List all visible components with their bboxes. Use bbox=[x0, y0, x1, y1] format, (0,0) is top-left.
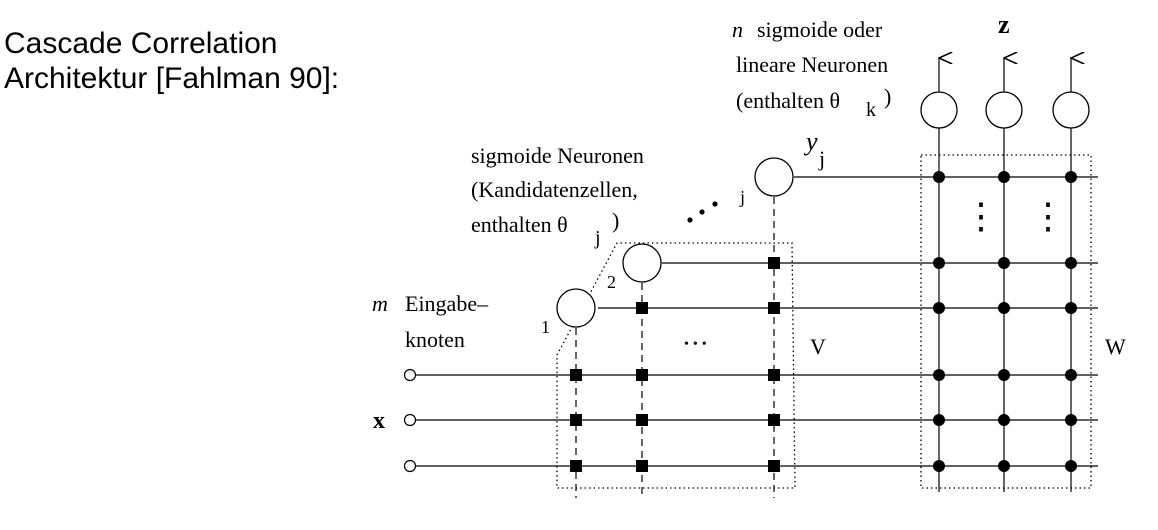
v-weight bbox=[636, 460, 648, 472]
w-weight bbox=[933, 302, 945, 314]
hidden-index-1: 1 bbox=[541, 317, 550, 337]
w-weight-dots bbox=[933, 171, 1077, 472]
hidden-theta-sub: j bbox=[594, 227, 601, 249]
diagonal-dot bbox=[712, 201, 718, 207]
slide-heading: Cascade Correlation Architektur [Fahlman… bbox=[4, 26, 339, 96]
output-neuron-3 bbox=[1052, 91, 1090, 129]
w-vdots-2: ⋮ bbox=[1030, 196, 1066, 236]
heading-line-2: Architektur [Fahlman 90]: bbox=[4, 62, 340, 95]
input-desc-line-2: knoten bbox=[405, 327, 465, 352]
v-weight bbox=[636, 369, 648, 381]
output-theta-sub: k bbox=[866, 99, 876, 121]
diagonal-dot bbox=[687, 217, 693, 223]
hidden-output-y: y bbox=[803, 127, 818, 156]
heading-line-1: Cascade Correlation bbox=[4, 27, 278, 60]
w-weight bbox=[1065, 257, 1077, 269]
w-weight bbox=[933, 414, 945, 426]
w-weight bbox=[998, 414, 1010, 426]
input-node-3 bbox=[403, 459, 417, 473]
hidden-desc-line-1: sigmoide Neuronen bbox=[471, 143, 644, 168]
input-node-2 bbox=[403, 413, 417, 427]
output-var-z: z bbox=[998, 10, 1010, 39]
w-weight bbox=[1065, 414, 1077, 426]
v-matrix-region bbox=[556, 242, 796, 489]
v-weight bbox=[768, 257, 780, 269]
w-weight bbox=[1065, 171, 1077, 183]
v-weight bbox=[768, 369, 780, 381]
hidden-neuron-1 bbox=[556, 288, 596, 328]
v-weight bbox=[636, 414, 648, 426]
output-desc-close: ) bbox=[884, 84, 891, 109]
w-weight bbox=[1065, 302, 1077, 314]
input-desc-line-1: Eingabe– bbox=[405, 291, 489, 316]
hidden-neuron-j bbox=[754, 157, 794, 197]
input-count-m: m bbox=[372, 291, 388, 316]
w-weight bbox=[933, 460, 945, 472]
hidden-desc-line-3: enthalten θ bbox=[471, 212, 568, 237]
hidden-desc-line-2: (Kandidatenzellen, bbox=[471, 177, 638, 202]
w-weight bbox=[998, 369, 1010, 381]
w-weight bbox=[933, 369, 945, 381]
input-node-1 bbox=[403, 368, 417, 382]
w-vdots-1: ⋮ bbox=[963, 196, 999, 236]
output-count-n: n bbox=[732, 17, 743, 42]
v-weight-squares bbox=[570, 257, 780, 472]
matrix-label-w: W bbox=[1105, 334, 1126, 359]
diagonal-dot bbox=[699, 209, 705, 215]
v-ellipsis: ••• bbox=[684, 337, 711, 352]
w-weight bbox=[998, 460, 1010, 472]
output-desc-line-3: (enthalten θ bbox=[736, 88, 840, 113]
w-weight bbox=[1065, 369, 1077, 381]
output-neuron-2 bbox=[985, 91, 1023, 129]
v-weight bbox=[636, 302, 648, 314]
v-weight bbox=[570, 460, 582, 472]
output-neuron-1 bbox=[920, 91, 958, 129]
v-weight bbox=[570, 369, 582, 381]
v-weight bbox=[768, 302, 780, 314]
output-desc-line-2: lineare Neuronen bbox=[736, 52, 888, 77]
hidden-neuron-2 bbox=[622, 243, 662, 283]
hidden-desc-close: ) bbox=[612, 208, 619, 233]
w-weight bbox=[998, 171, 1010, 183]
w-weight bbox=[1065, 460, 1077, 472]
w-weight bbox=[933, 257, 945, 269]
w-weight bbox=[933, 171, 945, 183]
matrix-label-v: V bbox=[810, 334, 826, 359]
v-weight bbox=[768, 414, 780, 426]
hidden-index-2: 2 bbox=[607, 272, 616, 292]
w-weight bbox=[998, 302, 1010, 314]
input-var-x: x bbox=[373, 408, 385, 434]
hidden-output-y-sub: j bbox=[818, 146, 825, 171]
hidden-index-j: j bbox=[739, 187, 745, 207]
v-weight bbox=[570, 414, 582, 426]
output-desc-line-1: sigmoide oder bbox=[757, 17, 883, 42]
v-weight bbox=[768, 460, 780, 472]
w-weight bbox=[998, 257, 1010, 269]
